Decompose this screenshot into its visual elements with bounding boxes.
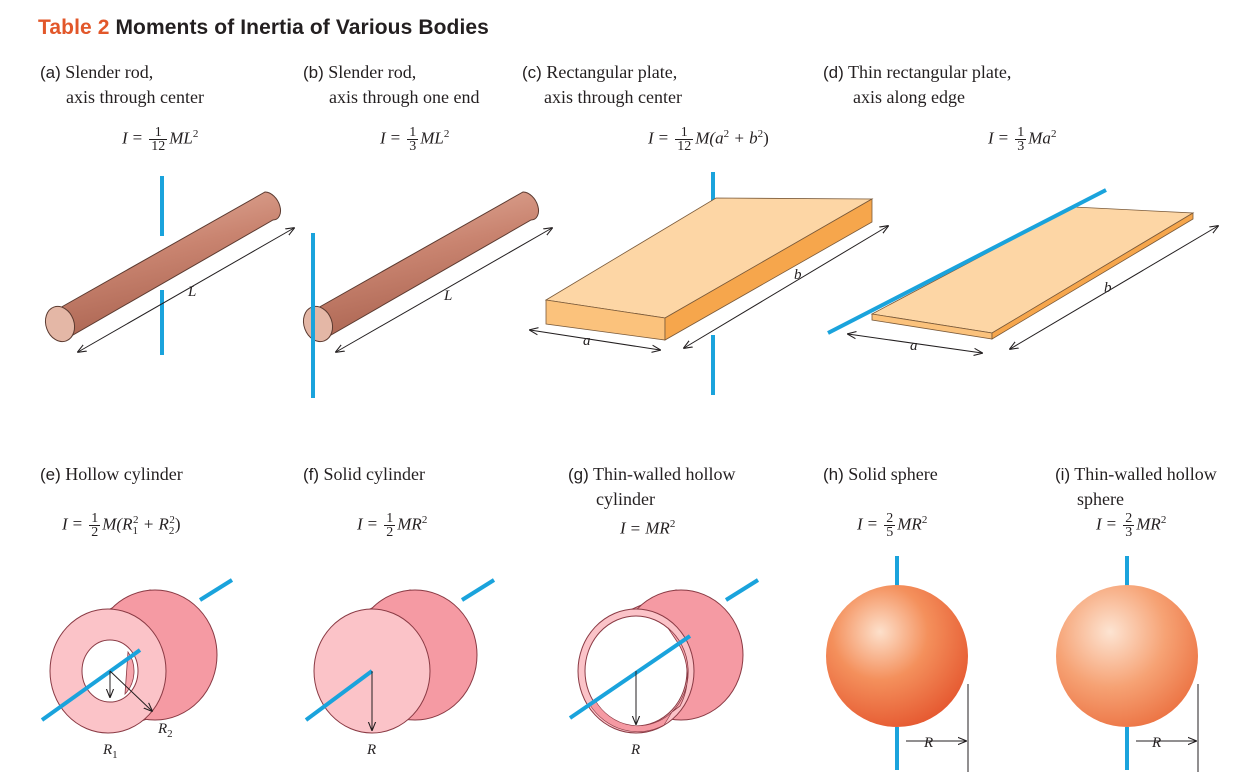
label-e-r2: R2: [157, 721, 173, 740]
label-c-b: b: [794, 267, 802, 283]
cylinder-g: R: [568, 578, 760, 758]
caption-f: (f) Solid cylinder: [303, 464, 426, 484]
formula-g: I=MR2: [620, 518, 676, 538]
label-c-a: a: [583, 333, 591, 349]
caption-b: (b) Slender rod, axis through one end: [303, 62, 480, 107]
axis-g: [568, 634, 692, 720]
cylinder-f: R: [304, 578, 496, 758]
axis-e: [40, 648, 142, 722]
axis-d: [827, 188, 1107, 335]
label-d-b: b: [1104, 280, 1112, 296]
cylinder-e: R1 R2: [40, 578, 234, 761]
label-i-r: R: [1151, 735, 1161, 751]
label-a-L: L: [187, 284, 196, 300]
caption-e: (e) Hollow cylinder: [40, 464, 183, 484]
label-g-r: R: [630, 742, 640, 758]
sphere-i: R: [1056, 556, 1199, 772]
label-e-r1: R1: [102, 742, 118, 761]
caption-c: (c) Rectangular plate, axis through cent…: [522, 62, 682, 107]
label-h-r: R: [923, 735, 933, 751]
label-b-L: L: [443, 288, 452, 304]
table-title: Table 2 Moments of Inertia of Various Bo…: [38, 16, 489, 40]
label-f-r: R: [366, 742, 376, 758]
plate-c: a b: [530, 172, 888, 395]
sphere-h: R: [826, 556, 969, 772]
table-number: Table 2: [38, 16, 110, 39]
rod-b: L: [302, 191, 552, 398]
plate-d: a b: [827, 188, 1218, 354]
label-d-a: a: [910, 338, 918, 354]
caption-i: (i) Thin-walled hollow sphere: [1055, 464, 1217, 509]
rod-a: L: [44, 176, 294, 355]
caption-a: (a) Slender rod, axis through center: [40, 62, 204, 107]
caption-g: (g) Thin-walled hollow cylinder: [568, 464, 736, 509]
table-heading: Moments of Inertia of Various Bodies: [115, 16, 489, 39]
axis-f: [304, 669, 374, 722]
caption-d: (d) Thin rectangular plate, axis along e…: [823, 62, 1012, 107]
caption-h: (h) Solid sphere: [823, 464, 938, 484]
